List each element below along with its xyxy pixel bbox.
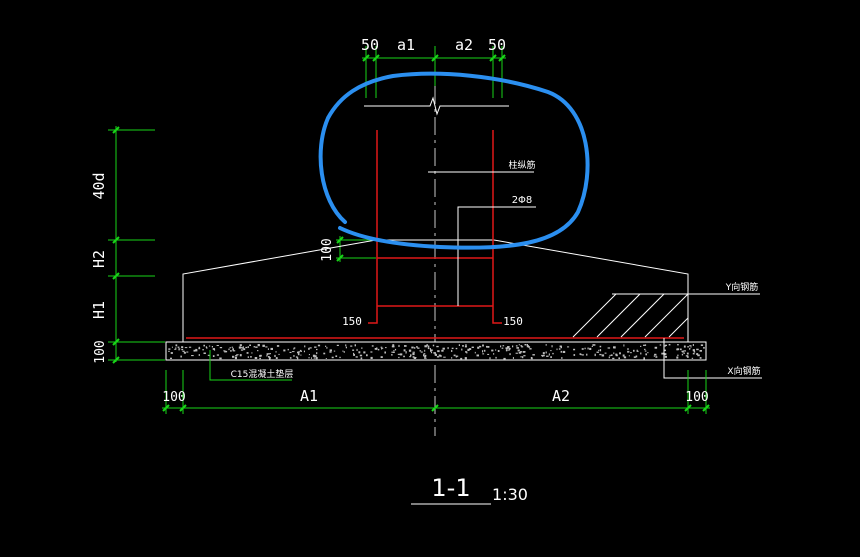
left-dim-100-cushion: 100 bbox=[93, 340, 108, 363]
label-y-rebar: Y向钢筋 bbox=[725, 281, 759, 293]
label-cushion: C15混凝土垫层 bbox=[231, 368, 294, 380]
concrete-cushion bbox=[165, 341, 707, 361]
label-x-rebar: X向钢筋 bbox=[727, 365, 760, 377]
bottom-dim-a2: A2 bbox=[552, 387, 570, 405]
section-title: 1-1 bbox=[431, 474, 470, 502]
top-dim-a1: a1 bbox=[397, 36, 415, 54]
top-dim-50-right: 50 bbox=[488, 36, 506, 54]
bottom-dim-a1: A1 bbox=[300, 387, 318, 405]
cushion-leader bbox=[209, 350, 292, 381]
top-dimension-chain bbox=[362, 46, 506, 98]
left-dimension-chain bbox=[108, 126, 376, 364]
bottom-dim-100-right: 100 bbox=[685, 390, 708, 405]
label-stirrup: 2Φ8 bbox=[512, 195, 533, 206]
footing-outline bbox=[182, 96, 689, 342]
local-dim-100: 100 bbox=[320, 238, 335, 261]
hook-150-right: 150 bbox=[503, 315, 523, 328]
bottom-dim-100-left: 100 bbox=[162, 390, 185, 405]
leader-lines bbox=[428, 171, 762, 379]
section-scale: 1:30 bbox=[492, 485, 528, 504]
left-dim-h2: H2 bbox=[90, 250, 108, 268]
top-dim-50-left: 50 bbox=[361, 36, 379, 54]
label-column-rebar: 柱纵筋 bbox=[508, 159, 535, 171]
left-dim-40d: 40d bbox=[90, 172, 108, 199]
hook-150-left: 150 bbox=[342, 315, 362, 328]
freehand-markup-circle bbox=[318, 71, 590, 250]
left-dim-h1: H1 bbox=[90, 301, 108, 319]
rebar-group bbox=[186, 130, 684, 339]
top-dim-a2: a2 bbox=[455, 36, 473, 54]
bottom-dimension-chain bbox=[162, 370, 710, 414]
y-rebar-hatch bbox=[572, 293, 760, 338]
